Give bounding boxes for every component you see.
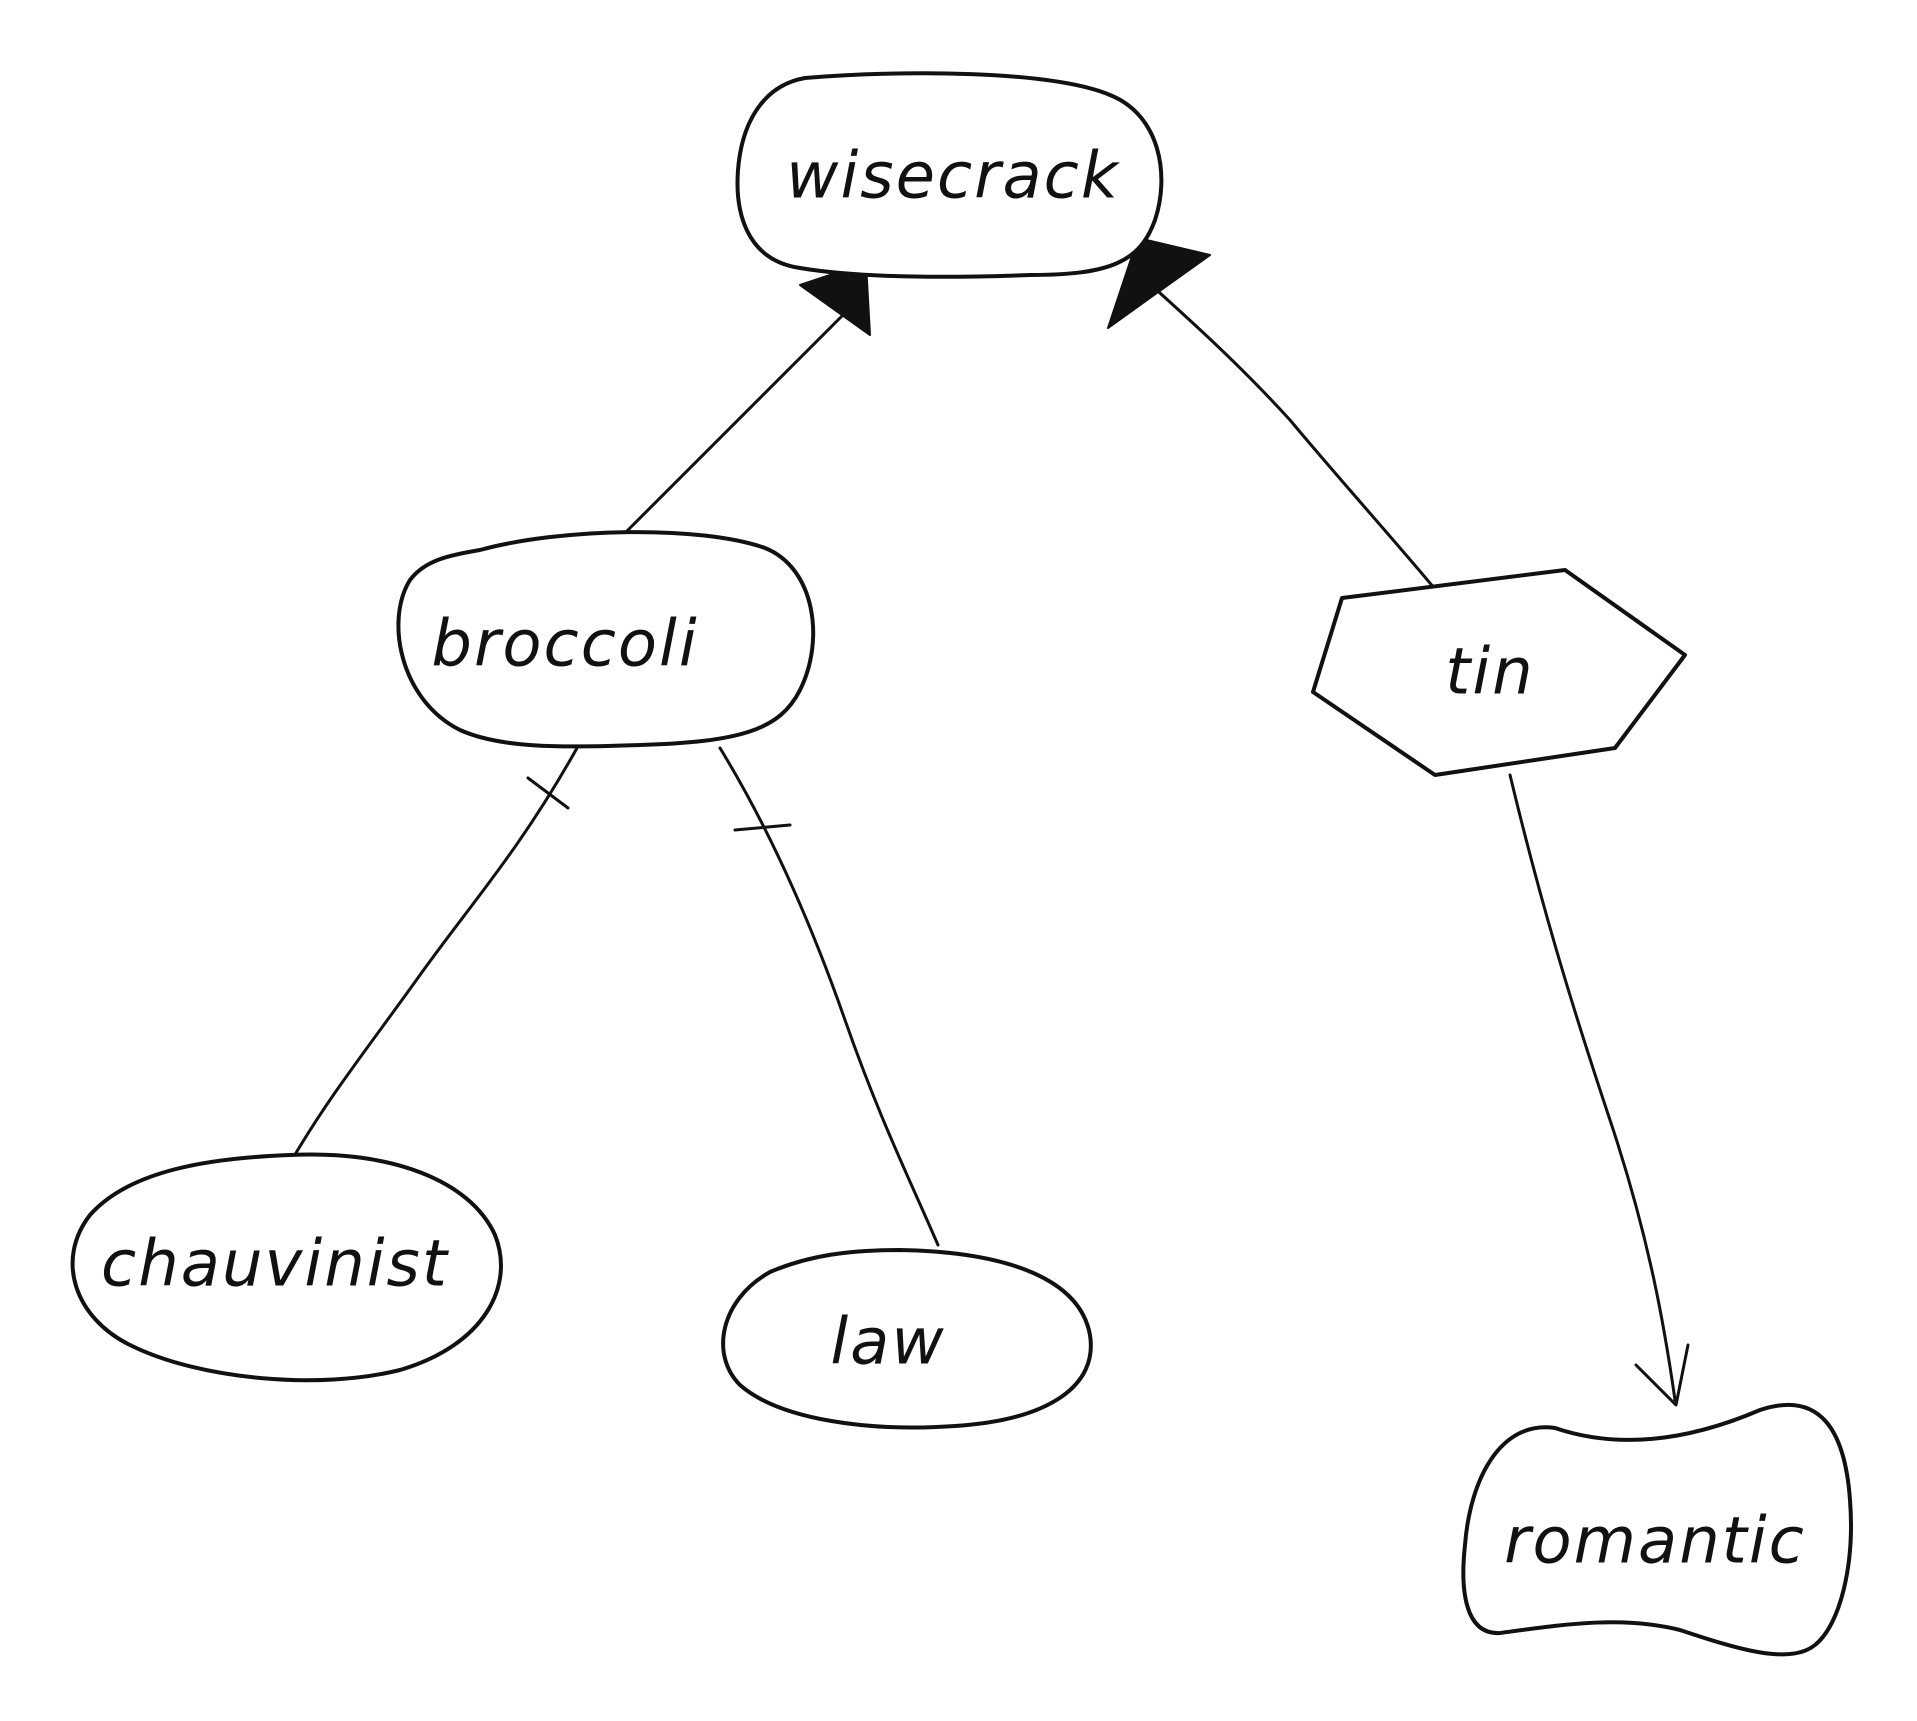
- edge-tin-wisecrack: [1138, 273, 1442, 597]
- node-tin-shape: [1311, 568, 1687, 777]
- edge-broccoli-law: [718, 746, 940, 1247]
- node-law-label: law: [830, 1306, 945, 1380]
- node-tin[interactable]: tin: [1311, 568, 1687, 777]
- node-tin-label: tin: [1445, 636, 1534, 710]
- node-law[interactable]: law: [721, 1248, 1093, 1430]
- edge-tin-romantic: [1508, 773, 1677, 1402]
- edges: [291, 237, 1690, 1407]
- arrowhead-tin-wisecrack: [1107, 237, 1211, 329]
- node-romantic-shape: [1461, 1403, 1853, 1657]
- tick-broccoli-chauvinist: [526, 776, 570, 810]
- node-chauvinist-label: chauvinist: [101, 1228, 450, 1302]
- edge-broccoli-wisecrack: [623, 298, 860, 535]
- node-broccoli[interactable]: broccoli: [396, 530, 816, 749]
- node-wisecrack-label: wisecrack: [786, 140, 1121, 214]
- node-wisecrack-shape: [735, 71, 1164, 279]
- node-wisecrack[interactable]: wisecrack: [735, 71, 1164, 279]
- node-chauvinist-shape: [70, 1152, 503, 1383]
- node-broccoli-label: broccoli: [431, 608, 698, 682]
- tick-broccoli-law: [733, 823, 792, 832]
- node-law-shape: [721, 1248, 1093, 1430]
- node-romantic-label: romantic: [1504, 1505, 1806, 1579]
- edge-broccoli-chauvinist: [291, 746, 579, 1160]
- node-broccoli-shape: [396, 530, 816, 749]
- node-romantic[interactable]: romantic: [1461, 1403, 1853, 1657]
- arrowhead-tin-romantic: [1634, 1343, 1690, 1407]
- node-chauvinist[interactable]: chauvinist: [70, 1152, 503, 1383]
